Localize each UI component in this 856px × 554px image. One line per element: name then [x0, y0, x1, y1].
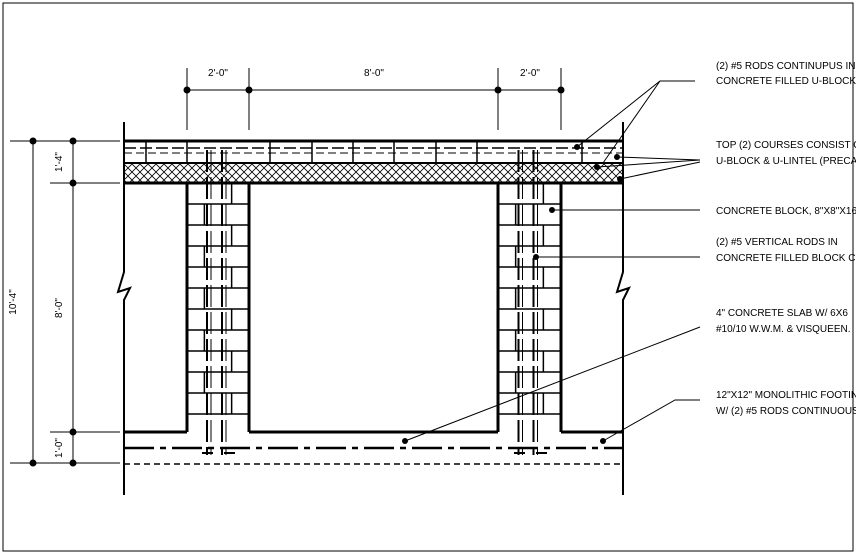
dim-overall-height: 10'-4" — [8, 289, 19, 315]
notes: (2) #5 RODS CONTINUPUS IN CONCRETE FILLE… — [716, 61, 856, 417]
left-dimensions — [10, 137, 120, 467]
dim-wall-height: 8'-0" — [54, 298, 65, 318]
dim-top-middle: 8'-0" — [364, 68, 384, 79]
note-5-line-1: 4" CONCRETE SLAB W/ 6X6 — [716, 308, 848, 319]
top-dimensions — [183, 68, 565, 130]
note-6-line-1: 12"X12" MONOLITHIC FOOTING — [716, 390, 856, 401]
note-3-line-1: CONCRETE BLOCK, 8"X8"X16" — [716, 206, 856, 217]
note-5-line-2: #10/10 W.W.M. & VISQUEEN. — [716, 324, 851, 335]
note-2-line-2: U-BLOCK & U-LINTEL (PRECAST) — [716, 156, 856, 167]
note-1-line-2: CONCRETE FILLED U-BLOCKS — [716, 76, 856, 87]
leader-dots — [402, 144, 623, 444]
right-break-line — [615, 122, 631, 495]
note-2-line-1: TOP (2) COURSES CONSIST OF — [716, 140, 856, 151]
note-6-line-2: W/ (2) #5 RODS CONTINUOUS — [716, 406, 856, 417]
dim-footing: 1'-0" — [54, 438, 65, 458]
note-1-line-1: (2) #5 RODS CONTINUPUS IN — [716, 61, 855, 72]
note-4-line-1: (2) #5 VERTICAL RODS IN — [716, 237, 838, 248]
dim-bond-beam: 1'-4" — [54, 152, 65, 172]
bond-beam — [124, 139, 623, 185]
note-4-line-2: CONCRETE FILLED BLOCK CORE. — [716, 253, 856, 264]
dim-top-left: 2'-0" — [208, 68, 228, 79]
left-break-line — [116, 122, 132, 495]
floor-slab — [124, 430, 623, 465]
dim-top-right: 2'-0" — [520, 68, 540, 79]
leader-lines — [404, 80, 701, 442]
block-columns — [185, 150, 563, 455]
